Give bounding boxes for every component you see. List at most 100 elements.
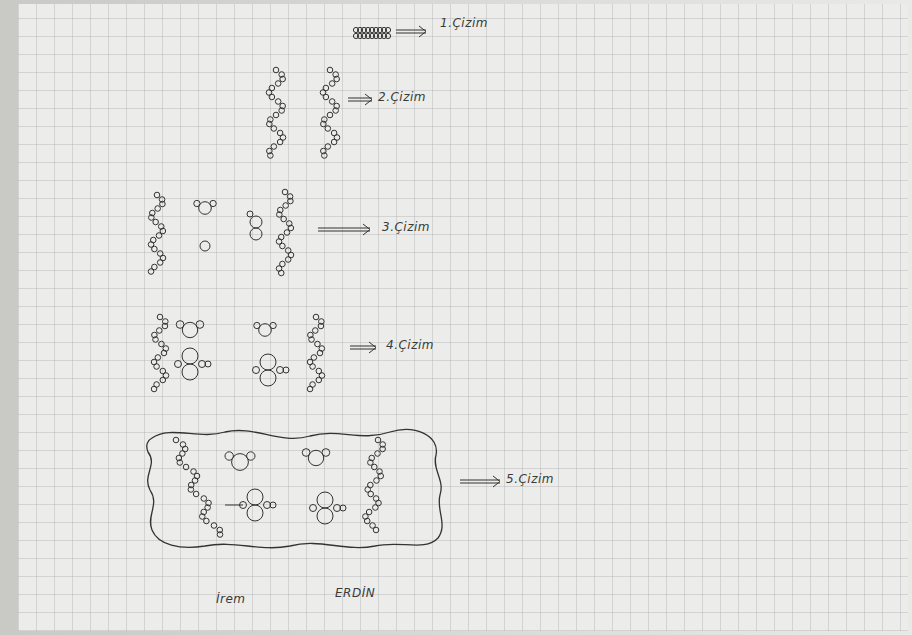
author-name: ERDİN [335, 586, 375, 600]
arrow-line [350, 346, 376, 347]
molecule-atom [270, 502, 276, 508]
chain-bead [217, 532, 223, 538]
chain-bead [331, 139, 337, 145]
chain-bead [149, 215, 155, 221]
molecule-atom [250, 216, 262, 228]
molecule-atom [182, 364, 198, 380]
chain-bead [157, 314, 163, 320]
chain-bead [329, 81, 335, 87]
molecule-atom [199, 202, 212, 215]
chain-bead [269, 94, 275, 100]
chain-bead [211, 523, 217, 529]
chain-bead [271, 144, 277, 150]
chain-bead [201, 496, 207, 502]
chain-bead [327, 112, 333, 118]
chain-bead [380, 446, 386, 452]
chain-bead [312, 328, 318, 334]
molecule-atom [254, 322, 260, 328]
chain-bead [378, 473, 384, 479]
chain-bead [177, 460, 183, 466]
chain-bead [283, 203, 289, 209]
molecule-atom [270, 322, 276, 328]
molecule-atom [310, 505, 317, 512]
chain-bead [317, 350, 323, 356]
coil-bead [385, 27, 390, 32]
chain-bead [273, 67, 279, 73]
chain-bead [327, 67, 333, 73]
chain-bead [162, 323, 168, 329]
molecule-atom [340, 505, 346, 511]
chain-bead [148, 269, 154, 275]
arrow-line [460, 480, 500, 481]
chain-bead [275, 99, 281, 105]
chain-bead [157, 260, 163, 266]
arrow-line [318, 231, 370, 232]
arrow-head [493, 476, 500, 487]
chain-bead [151, 386, 157, 392]
chain-bead [307, 386, 313, 392]
chain-bead [316, 377, 322, 383]
chain-bead [329, 99, 335, 105]
molecule-atom [283, 367, 289, 373]
molecule-atom [200, 241, 210, 251]
molecule-atom [225, 452, 233, 460]
chain-bead [173, 437, 179, 443]
molecule-atom [199, 361, 206, 368]
chain-bead [374, 478, 380, 484]
drawing-label: 4.Çizim [386, 338, 434, 352]
molecule-atom [196, 321, 204, 329]
author-name: İrem [216, 592, 246, 606]
arrow-head [365, 94, 372, 105]
chain-bead [275, 81, 281, 87]
chain-bead [156, 233, 162, 239]
chain-bead [322, 153, 328, 159]
chain-bead [318, 323, 324, 329]
molecule-atom [232, 454, 249, 471]
chain-bead [334, 76, 340, 82]
chain-bead [271, 126, 277, 132]
drawing-label: 1.Çizim [440, 16, 488, 30]
arrow-head [419, 26, 426, 37]
chain-bead [280, 243, 286, 249]
arrow-line [348, 101, 372, 102]
molecule-atom [210, 200, 216, 206]
molecule-atom [247, 211, 253, 217]
chain-bead [273, 112, 279, 118]
molecule-atom [182, 322, 197, 337]
pencil-drawings [148, 26, 500, 537]
chain-bead [288, 198, 294, 204]
molecule-atom [259, 324, 272, 337]
molecule-atom [247, 489, 263, 505]
chain-bead [154, 192, 160, 198]
chain-bead [315, 341, 321, 347]
chain-bead [282, 189, 288, 195]
molecule-atom [205, 361, 211, 367]
chain-bead [153, 219, 159, 225]
drawing-label: 5.Çizim [506, 472, 554, 486]
chain-bead [155, 206, 161, 212]
molecule-atom [308, 450, 323, 465]
bond-line [225, 505, 243, 506]
molecule-atom [182, 348, 198, 364]
molecule-atom [264, 502, 271, 509]
chain-bead [325, 126, 331, 132]
chain-bead [160, 377, 166, 383]
molecule-atom [253, 367, 260, 374]
molecule-atom [194, 200, 200, 206]
chain-bead [277, 139, 283, 145]
chain-bead [372, 464, 378, 470]
molecule-atom [260, 370, 276, 386]
coil-bead [385, 33, 390, 38]
chain-bead [153, 337, 159, 343]
chain-bead [280, 76, 286, 82]
molecule-atom [317, 508, 333, 524]
arrow-line [350, 349, 376, 350]
arrow-head [369, 342, 376, 353]
molecule-atom [277, 367, 284, 374]
arrow-line [318, 228, 370, 229]
molecule-atom [175, 361, 182, 368]
chain-bead [268, 153, 274, 159]
chain-bead [281, 216, 287, 222]
